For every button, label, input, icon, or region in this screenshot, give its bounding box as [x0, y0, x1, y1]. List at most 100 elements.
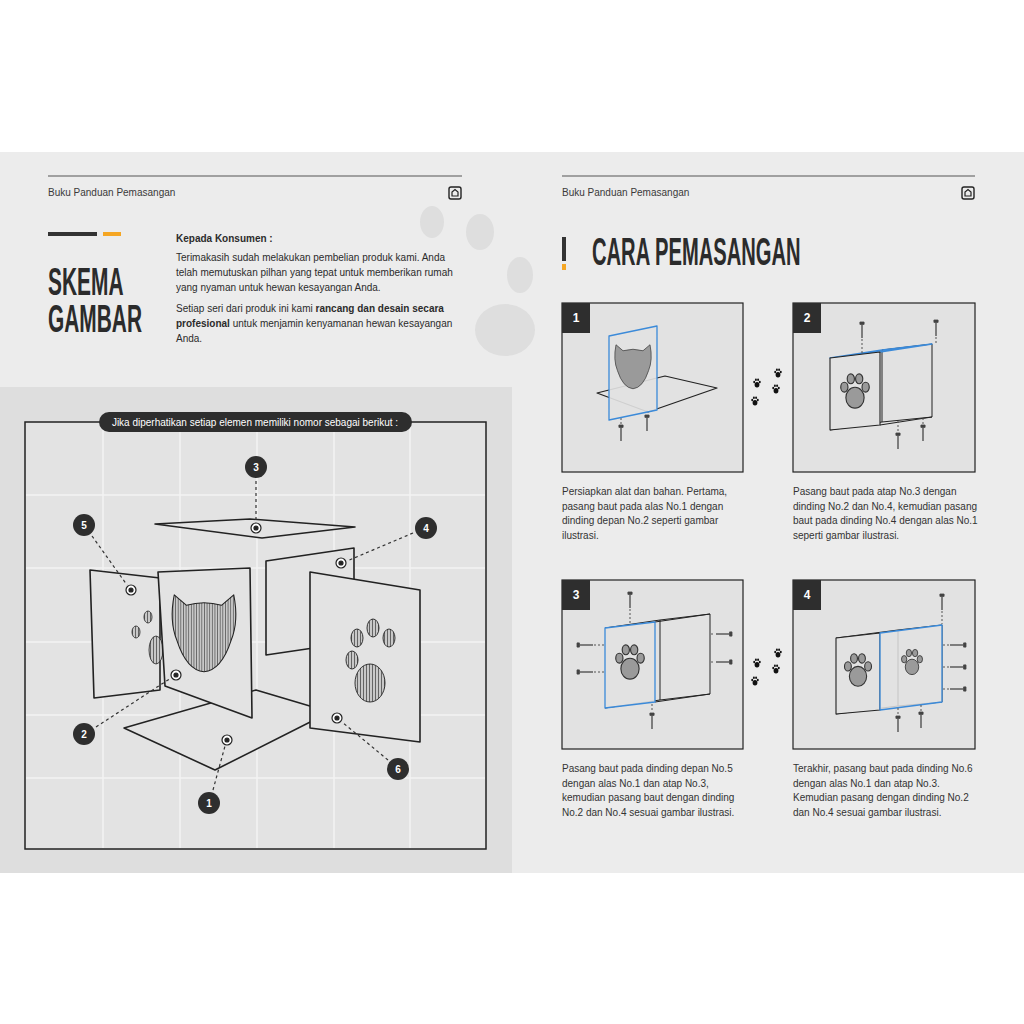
- text-label: Setiap seri dari produk ini kami: [176, 303, 313, 314]
- part-marker: [251, 523, 261, 533]
- accent-bar: [562, 237, 566, 261]
- step-panel: [793, 303, 975, 472]
- text-label: Persiapkan alat dan bahan. Pertama, pasa…: [562, 486, 727, 541]
- paw-icon: [774, 649, 782, 658]
- step-panel: [562, 580, 743, 749]
- step-illustration: [655, 694, 710, 702]
- part-marker: [129, 588, 133, 592]
- step-panel: [562, 303, 743, 472]
- step-illustration: [943, 645, 949, 646]
- paw-icon: [753, 379, 761, 388]
- step-illustration: [830, 352, 880, 430]
- step-illustration: [645, 415, 649, 431]
- step-illustration: [862, 337, 936, 432]
- step-caption: Pasang baut pada dinding depan No.5 deng…: [562, 762, 748, 820]
- node-text: 2: [81, 729, 87, 740]
- step-illustration: [577, 670, 593, 674]
- step-number: 1: [562, 303, 590, 333]
- exploded-view: [132, 611, 163, 664]
- step-illustration: [841, 374, 870, 408]
- step-illustration: [716, 660, 732, 664]
- step-illustration: [896, 716, 900, 732]
- exploded-view: [144, 611, 152, 623]
- text-label: Buku Panduan Pemasangan: [562, 187, 689, 198]
- part-marker: [254, 526, 258, 530]
- schema-frame: [256, 423, 258, 848]
- node-text: 1: [573, 311, 580, 325]
- page-ground: [0, 387, 512, 873]
- part-marker: [126, 585, 136, 595]
- step-number: 4: [793, 580, 821, 610]
- step-illustration: [934, 320, 938, 336]
- text-label: Buku Panduan Pemasangan: [48, 187, 175, 198]
- callout-number: 6: [387, 758, 409, 780]
- part-marker: [335, 716, 339, 720]
- step-illustration: [860, 322, 864, 338]
- node-text: Jika diperhatikan setiap elemen memiliki…: [112, 417, 398, 428]
- step-illustration: [921, 705, 922, 711]
- leader-line: [96, 678, 171, 727]
- header-rule: [562, 176, 975, 177]
- schema-frame: [26, 777, 485, 779]
- callout-number: 2: [73, 723, 95, 745]
- step-illustration: [923, 418, 924, 424]
- step-panel: [562, 303, 975, 749]
- step-illustration: [577, 643, 593, 647]
- step-illustration: [950, 687, 966, 691]
- step-illustration: [898, 421, 899, 432]
- paw-watermark: [420, 206, 444, 238]
- step-illustration: [650, 713, 654, 729]
- paw-icon: [751, 369, 782, 686]
- step-illustration: [836, 633, 880, 714]
- step-number: 2: [793, 303, 821, 333]
- step-illustration: [619, 425, 623, 441]
- intro-paragraph: Setiap seri dari produk ini kamirancang …: [176, 301, 468, 346]
- exploded-view: [90, 570, 160, 698]
- step-illustration: [616, 645, 645, 679]
- step-illustration: [950, 643, 966, 647]
- text-label: CARA PEMASANGAN: [592, 231, 800, 273]
- step-illustration: [943, 667, 949, 668]
- leader-line: [255, 481, 256, 521]
- text-label: Pasang baut pada atap No.3 dengan dindin…: [793, 486, 978, 541]
- paw-watermark: [475, 304, 535, 356]
- exploded-view: [310, 572, 420, 742]
- step-illustration: [711, 634, 715, 635]
- step-illustration: [936, 337, 937, 344]
- step-panel: [793, 580, 975, 749]
- step-illustration: [898, 611, 949, 715]
- step-caption: Pasang baut pada atap No.3 dengan dindin…: [793, 485, 979, 543]
- leader-line: [342, 722, 388, 760]
- exploded-view: [158, 568, 252, 718]
- leader-line: [213, 746, 225, 790]
- step-illustration: [605, 622, 655, 708]
- schema-frame: [26, 567, 485, 569]
- home-icon: [965, 190, 971, 197]
- step-illustration: [919, 712, 923, 728]
- exploded-view: [351, 629, 363, 647]
- step-illustration: [950, 687, 966, 691]
- text-label: Terimakasih sudah melakukan pembelian pr…: [176, 252, 453, 293]
- home-icon: [962, 187, 974, 199]
- text-label: Kepada Konsumen :: [176, 233, 273, 244]
- step-illustration: [594, 645, 604, 646]
- paw-watermark: [507, 257, 533, 293]
- step-illustration: [940, 594, 944, 610]
- exploded-view: [132, 626, 140, 638]
- step-illustration: [630, 609, 631, 625]
- node-text: 3: [253, 462, 259, 473]
- step-illustration: [882, 344, 932, 422]
- part-marker: [171, 670, 181, 680]
- step-illustration: [830, 344, 932, 430]
- home-icon: [449, 187, 974, 199]
- step-illustration: [652, 704, 653, 712]
- page-header: Buku Panduan Pemasangan: [562, 187, 689, 199]
- callout-number: 5: [73, 514, 95, 536]
- home-icon: [449, 187, 461, 199]
- schema-frame: [25, 422, 486, 849]
- node-text: 5: [81, 520, 87, 531]
- accent-bar: [48, 232, 97, 236]
